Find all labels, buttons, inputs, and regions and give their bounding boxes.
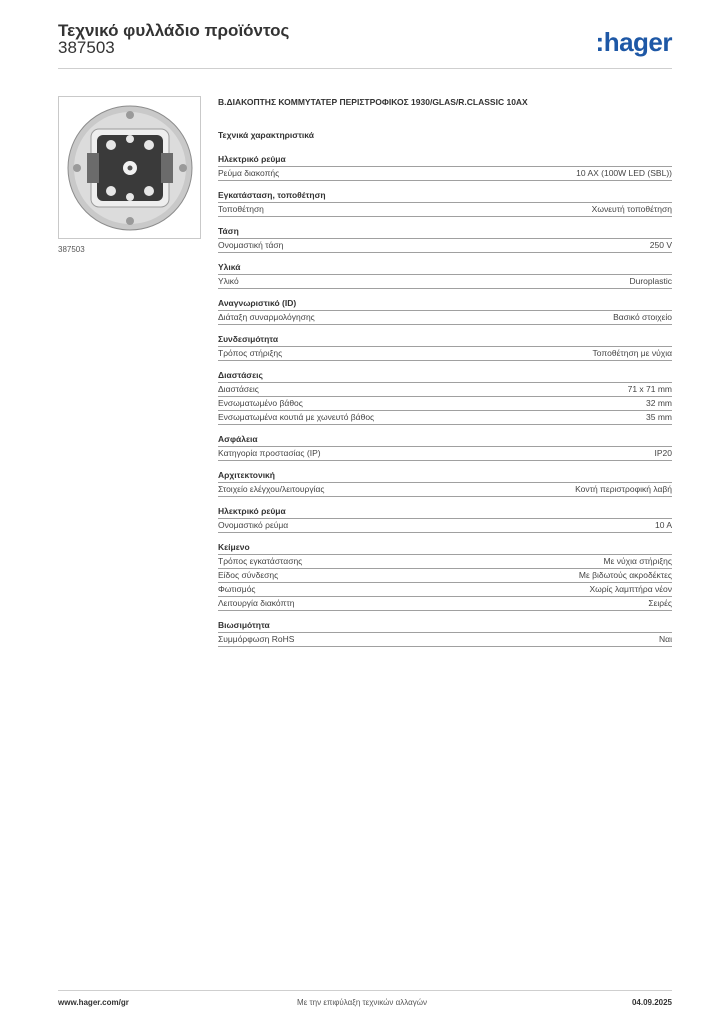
spec-group-title: Συνδεσιμότητα (218, 334, 672, 347)
spec-group-title: Ηλεκτρικό ρεύμα (218, 154, 672, 167)
spec-value: 35 mm (646, 412, 672, 422)
spec-value: Βασικό στοιχείο (613, 312, 672, 322)
spec-row: Ονομαστική τάση 250 V (218, 239, 672, 253)
spec-label: Ονομαστικό ρεύμα (218, 520, 289, 530)
rotary-switch-insert-icon (67, 105, 193, 231)
spec-value: Duroplastic (629, 276, 672, 286)
spec-group-title: Αναγνωριστικό (ID) (218, 298, 672, 311)
spec-label: Τρόπος εγκατάστασης (218, 556, 303, 566)
spec-group-title: Βιωσιμότητα (218, 620, 672, 633)
header-divider (58, 68, 672, 69)
spec-value: Τοποθέτηση με νύχια (592, 348, 672, 358)
spec-row: Στοιχείο ελέγχου/λειτουργίας Κοντή περιστ… (218, 483, 672, 497)
spec-label: Ονομαστική τάση (218, 240, 284, 250)
spec-value: Χωρίς λαμπτήρα νέον (589, 584, 673, 594)
spec-label: Υλικό (218, 276, 239, 286)
section-title: Τεχνικά χαρακτηριστικά (218, 130, 314, 140)
spec-row: Ενσωματωμένα κουτιά με χωνευτό βάθος 35 m… (218, 411, 672, 425)
spec-value: 10 A (654, 520, 672, 530)
logo-text: hager (603, 27, 673, 57)
product-image (58, 96, 201, 239)
spec-row: Διάταξη συναρμολόγησης Βασικό στοιχείο (218, 311, 672, 325)
spec-row: Λειτουργία διακόπτη Σειρές (218, 597, 672, 611)
spec-value: 71 x 71 mm (627, 384, 672, 394)
product-code: 387503 (58, 38, 115, 57)
spec-row: Τοποθέτηση Χωνευτή τοποθέτηση (218, 203, 672, 217)
spec-value: 32 mm (646, 398, 672, 408)
spec-group-title: Τάση (218, 226, 672, 239)
spec-row: Κατηγορία προστασίας (IP) IP20 (218, 447, 672, 461)
footer-note: Με την επιφύλαξη τεχνικών αλλαγών (297, 998, 427, 1007)
spec-row: Υλικό Duroplastic (218, 275, 672, 289)
spec-group-title: Κείμενο (218, 542, 672, 555)
spec-row: Ρεύμα διακοπής 10 AX (100W LED (SBL)) (218, 167, 672, 181)
spec-value: Ναι (659, 634, 672, 644)
spec-group: Αναγνωριστικό (ID)Διάταξη συναρμολόγησης… (218, 298, 672, 325)
image-caption: 387503 (58, 245, 85, 254)
spec-row: Συμμόρφωση RoHS Ναι (218, 633, 672, 647)
spec-value: IP20 (654, 448, 673, 458)
spec-label: Στοιχείο ελέγχου/λειτουργίας (218, 484, 325, 494)
spec-row: Φωτισμός Χωρίς λαμπτήρα νέον (218, 583, 672, 597)
spec-label: Τρόπος στήριξης (218, 348, 283, 358)
spec-value: Με νύχια στήριξης (603, 556, 672, 566)
spec-label: Διάταξη συναρμολόγησης (218, 312, 315, 322)
spec-label: Είδος σύνδεσης (218, 570, 279, 580)
spec-value: Χωνευτή τοποθέτηση (591, 204, 672, 214)
product-title: Β.ΔΙΑΚΟΠΤΗΣ ΚΟΜΜΥΤΑΤΕΡ ΠΕΡΙΣΤΡΟΦΙΚΟΣ 193… (218, 97, 528, 107)
spec-label: Ρεύμα διακοπής (218, 168, 280, 178)
spec-group-title: Εγκατάσταση, τοποθέτηση (218, 190, 672, 203)
spec-label: Φωτισμός (218, 584, 256, 594)
spec-value: 10 AX (100W LED (SBL)) (576, 168, 672, 178)
spec-row: Τρόπος εγκατάστασης Με νύχια στήριξης (218, 555, 672, 569)
spec-group-title: Υλικά (218, 262, 672, 275)
document-title: Τεχνικό φυλλάδιο προϊόντος (58, 21, 290, 40)
spec-row: Τρόπος στήριξης Τοποθέτηση με νύχια (218, 347, 672, 361)
spec-label: Λειτουργία διακόπτη (218, 598, 295, 608)
spec-label: Συμμόρφωση RoHS (218, 634, 295, 644)
hager-logo: :hager (595, 27, 673, 57)
spec-label: Ενσωματωμένα κουτιά με χωνευτό βάθος (218, 412, 375, 422)
spec-row: Είδος σύνδεσης Με βιδωτούς ακροδέκτες (218, 569, 672, 583)
spec-value: 250 V (649, 240, 672, 250)
spec-row: Ενσωματωμένο βάθος 32 mm (218, 397, 672, 411)
spec-group-title: Διαστάσεις (218, 370, 672, 383)
spec-label: Τοποθέτηση (218, 204, 264, 214)
spec-group-title: Αρχιτεκτονική (218, 470, 672, 483)
spec-value: Κοντή περιστροφική λαβή (575, 484, 672, 494)
footer-website[interactable]: www.hager.com/gr (58, 998, 129, 1007)
spec-label: Ενσωματωμένο βάθος (218, 398, 303, 408)
spec-row: Ονομαστικό ρεύμα 10 A (218, 519, 672, 533)
spec-group-title: Ασφάλεια (218, 434, 672, 447)
spec-label: Κατηγορία προστασίας (IP) (218, 448, 321, 458)
spec-group-title: Ηλεκτρικό ρεύμα (218, 506, 672, 519)
spec-value: Με βιδωτούς ακροδέκτες (578, 570, 672, 580)
footer-divider (58, 990, 672, 991)
spec-row: Διαστάσεις 71 x 71 mm (218, 383, 672, 397)
spec-value: Σειρές (648, 598, 672, 608)
spec-label: Διαστάσεις (218, 384, 259, 394)
footer-date: 04.09.2025 (631, 998, 672, 1007)
